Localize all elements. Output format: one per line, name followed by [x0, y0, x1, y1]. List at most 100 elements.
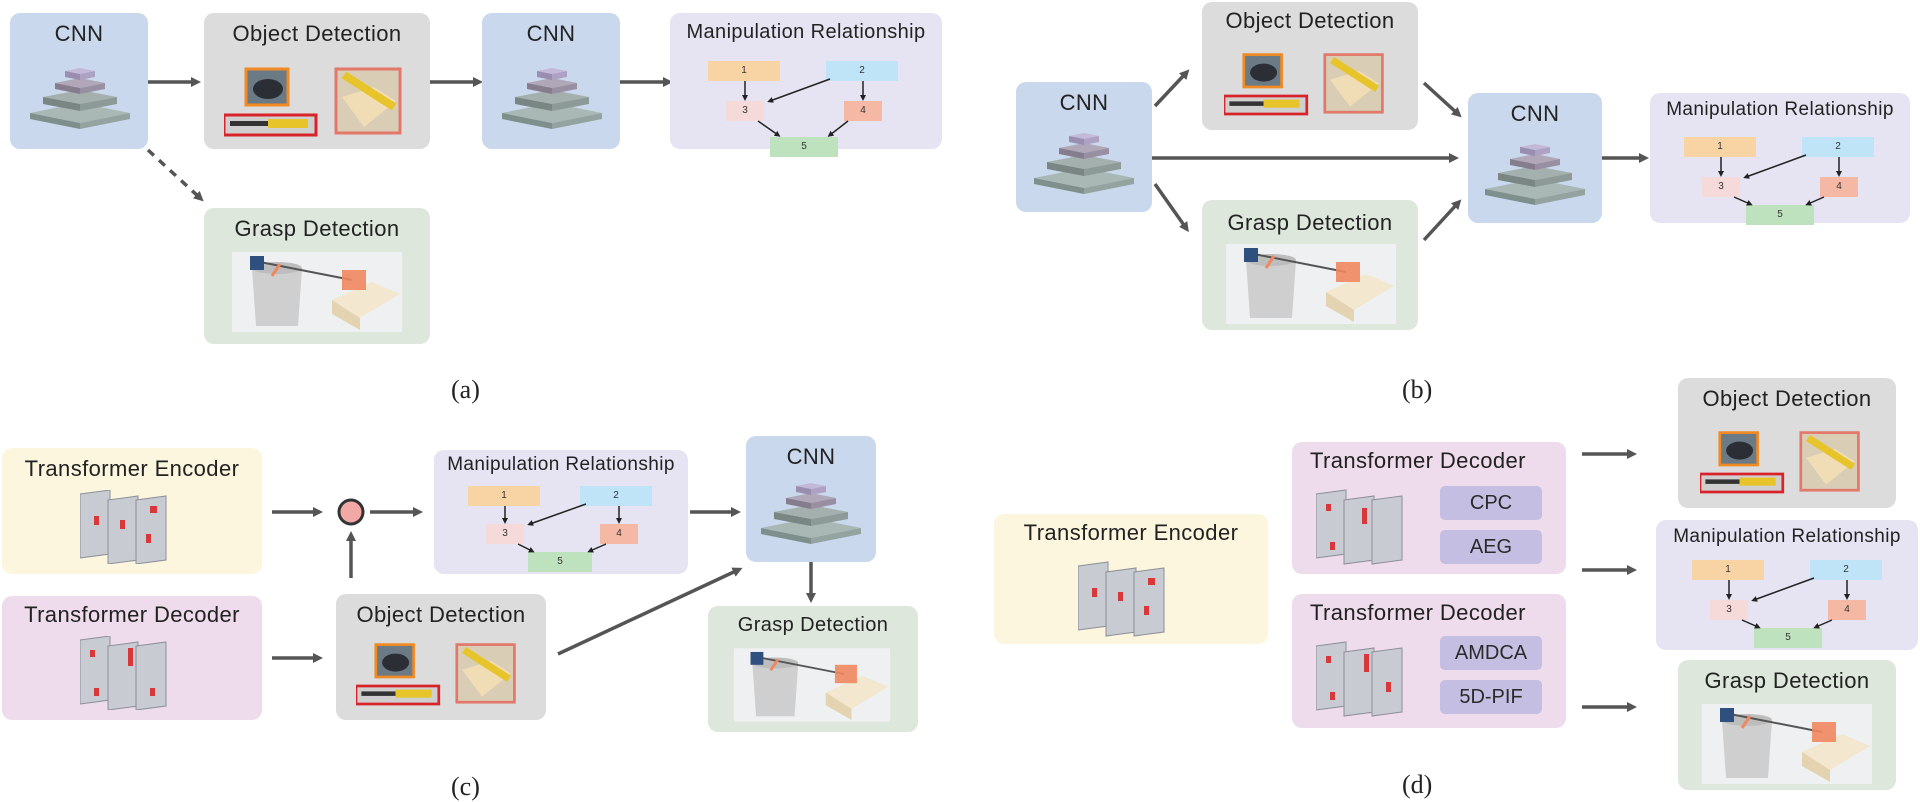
c-object-detection-box: Object Detection — [336, 594, 546, 720]
graph-node-3: 3 — [486, 524, 524, 544]
graph-node-5: 5 — [528, 552, 592, 572]
graph-node-2: 2 — [580, 486, 652, 506]
graph-edges — [1726, 577, 1850, 629]
grasp-image-icon — [734, 648, 890, 722]
graph-node-1: 1 — [1692, 560, 1764, 580]
detection-image-icon — [1700, 431, 1860, 494]
feature-map-icon — [80, 636, 167, 710]
arrow-b1 — [1153, 69, 1190, 108]
graph-node-2: 2 — [1810, 560, 1882, 580]
d-gd-title: Grasp Detection — [1704, 668, 1870, 693]
graph-node-4: 4 — [1828, 600, 1866, 620]
b-mr-title: Manipulation Relationship — [1666, 99, 1894, 120]
arrow-a4 — [146, 148, 204, 202]
arrow-c6 — [557, 567, 743, 656]
d-object-detection-box: Object Detection — [1678, 378, 1896, 508]
a-manipulation-box: Manipulation Relationship 1 2 3 4 5 — [670, 13, 942, 157]
graph-edges — [1718, 154, 1842, 206]
feature-map-icon — [1316, 489, 1403, 565]
graph-node-1: 1 — [708, 61, 780, 81]
a-grasp-detection-box: Grasp Detection — [204, 208, 430, 344]
cnn-pyramid-icon — [1485, 144, 1585, 205]
cnn-pyramid-icon — [1034, 133, 1134, 194]
relation-graph: 1 2 3 4 5 — [1684, 123, 1884, 225]
c-mr-title: Manipulation Relationship — [447, 454, 675, 475]
cnn-pyramid-icon — [502, 68, 602, 129]
feature-map-icon — [1078, 561, 1165, 637]
d-od-title: Object Detection — [1702, 386, 1872, 411]
graph-node-5: 5 — [1754, 628, 1822, 648]
arrow-b2 — [1153, 182, 1189, 233]
caption-d: (d) — [1402, 770, 1433, 799]
d-decoder2-title: Transformer Decoder — [1310, 600, 1526, 625]
d-encoder-box: Transformer Encoder — [994, 514, 1268, 644]
cnn-pyramid-icon — [30, 68, 130, 129]
graph-node-2: 2 — [826, 61, 898, 81]
c-grasp-detection-box: Grasp Detection — [708, 606, 918, 732]
fusion-node-icon — [337, 498, 365, 526]
c-encoder-title: Transformer Encoder — [24, 456, 240, 481]
grasp-image-icon — [232, 252, 402, 332]
graph-node-2: 2 — [1802, 137, 1874, 157]
c-decoder-box: Transformer Decoder — [2, 596, 262, 720]
b-grasp-detection-box: Grasp Detection — [1202, 200, 1418, 330]
graph-node-1: 1 — [468, 486, 540, 506]
grasp-image-icon — [1226, 244, 1396, 324]
c-manipulation-box: Manipulation Relationship 1 2 3 4 5 — [434, 450, 688, 574]
relation-graph: 1 2 3 4 5 — [468, 472, 668, 572]
a-cnn2-box: CNN — [482, 13, 620, 149]
feature-map-icon — [80, 490, 167, 564]
arrow-b4 — [1422, 81, 1462, 118]
graph-node-3: 3 — [1710, 600, 1748, 620]
a-cnn-title: CNN — [54, 21, 104, 46]
d-grasp-detection-box: Grasp Detection — [1678, 660, 1896, 790]
graph-node-5: 5 — [770, 137, 838, 157]
detection-image-icon — [224, 67, 402, 137]
c-cnn-box: CNN — [746, 436, 876, 562]
chip-5d-pif: 5D-PIF — [1440, 680, 1542, 714]
graph-node-4: 4 — [844, 101, 882, 121]
d-manipulation-box: Manipulation Relationship 1 2 3 4 5 — [1656, 520, 1918, 650]
d-mr-title: Manipulation Relationship — [1673, 526, 1901, 547]
a-gd-title: Grasp Detection — [234, 216, 400, 241]
detection-image-icon — [356, 643, 516, 706]
c-od-title: Object Detection — [356, 602, 526, 627]
d-decoder1-title: Transformer Decoder — [1310, 448, 1526, 473]
a-od-title: Object Detection — [232, 21, 402, 46]
b-manipulation-box: Manipulation Relationship 1 2 3 4 5 — [1650, 93, 1910, 225]
feature-map-icon — [1316, 641, 1403, 717]
graph-node-3: 3 — [1702, 177, 1740, 197]
d-decoder2-box: Transformer Decoder AMDCA 5D-PIF — [1292, 594, 1566, 728]
a-cnn-box: CNN — [10, 13, 148, 149]
chip-amdca: AMDCA — [1440, 636, 1542, 670]
relation-graph: 1 2 3 4 5 — [708, 47, 908, 157]
a-mr-title: Manipulation Relationship — [686, 21, 926, 43]
c-cnn-title: CNN — [786, 444, 836, 469]
graph-edges — [502, 503, 622, 553]
b-gd-title: Grasp Detection — [1227, 210, 1393, 235]
grasp-image-icon — [1702, 704, 1872, 784]
graph-node-3: 3 — [726, 101, 764, 121]
cnn-pyramid-icon — [761, 483, 861, 544]
chip-cpc: CPC — [1440, 486, 1542, 520]
relation-graph: 1 2 3 4 5 — [1692, 546, 1892, 648]
a-cnn2-title: CNN — [526, 21, 576, 46]
b-cnn-box: CNN — [1016, 82, 1152, 212]
graph-node-5: 5 — [1746, 205, 1814, 225]
b-object-detection-box: Object Detection — [1202, 2, 1418, 130]
caption-b: (b) — [1402, 375, 1433, 404]
detection-image-icon — [1224, 53, 1384, 116]
graph-node-1: 1 — [1684, 137, 1756, 157]
graph-node-4: 4 — [600, 524, 638, 544]
b-cnn2-box: CNN — [1468, 93, 1602, 223]
d-encoder-title: Transformer Encoder — [1023, 520, 1239, 545]
arrow-b5 — [1422, 199, 1462, 242]
chip-aeg: AEG — [1440, 530, 1542, 564]
graph-node-4: 4 — [1820, 177, 1858, 197]
b-cnn-title: CNN — [1059, 90, 1109, 115]
b-cnn2-title: CNN — [1510, 101, 1560, 126]
c-gd-title: Grasp Detection — [737, 614, 889, 636]
caption-c: (c) — [451, 772, 480, 801]
graph-edges — [742, 78, 866, 137]
